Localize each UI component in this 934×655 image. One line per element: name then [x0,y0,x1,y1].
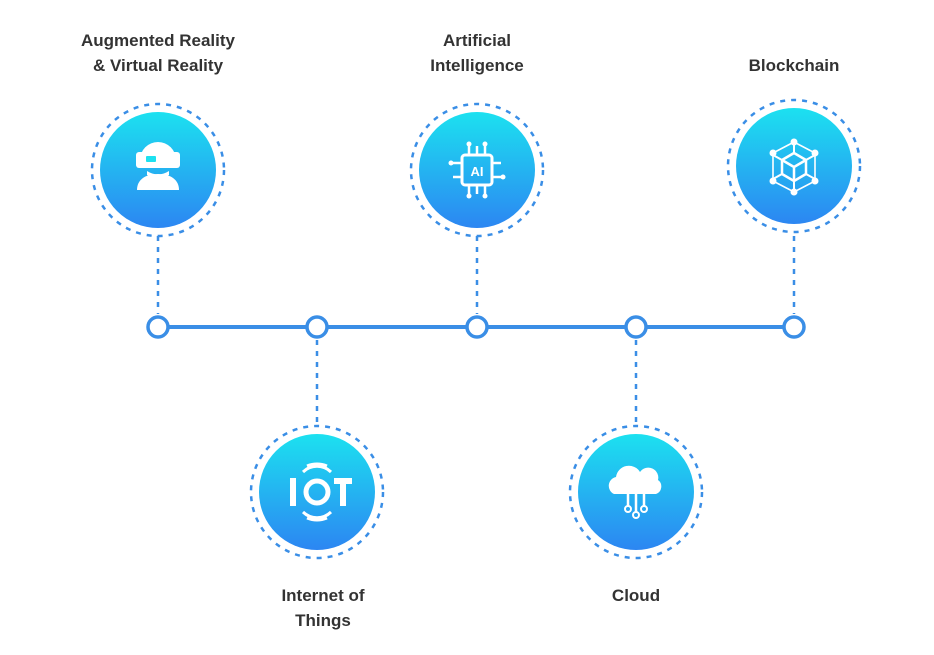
dashed-ring [249,424,385,560]
label-line: Things [295,611,351,630]
gradient-circle [419,112,535,228]
blockchain-cube-icon [769,138,819,196]
topic-ai: AI [409,102,545,339]
timeline-node [624,315,648,339]
label-line: Intelligence [430,56,524,75]
timeline-node [465,315,489,339]
topic-blockchain [726,98,862,339]
dashed-ring [568,424,704,560]
label-line: Cloud [611,586,661,605]
label-iot: Internet of Things [203,583,443,633]
cloud-icon [608,465,662,519]
gradient-circle [100,112,216,228]
label-line: Internet of [281,586,365,605]
label-ar-vr: Augmented Reality & Virtual Reality [38,28,278,78]
dashed-ring [409,102,545,238]
ai-chip-icon: AI [448,141,506,199]
label-line: & Virtual Reality [92,56,224,75]
label-cloud: Cloud [516,583,756,608]
gradient-circle [259,434,375,550]
label-line: Blockchain [748,56,840,75]
topic-cloud [568,315,704,560]
label-line: Artificial [442,31,512,50]
topic-ar-vr [90,102,226,339]
dashed-ring [90,102,226,238]
dashed-ring [726,98,862,234]
label-ai: Artificial Intelligence [357,28,597,78]
timeline-node [305,315,329,339]
timeline-node [782,315,806,339]
vr-headset-icon [136,142,180,190]
label-blockchain: Blockchain [674,53,914,78]
iot-icon [290,462,352,522]
label-line: Augmented Reality [81,31,235,50]
ai-chip-text: AI [471,164,484,179]
topic-iot [249,315,385,560]
timeline-node [146,315,170,339]
